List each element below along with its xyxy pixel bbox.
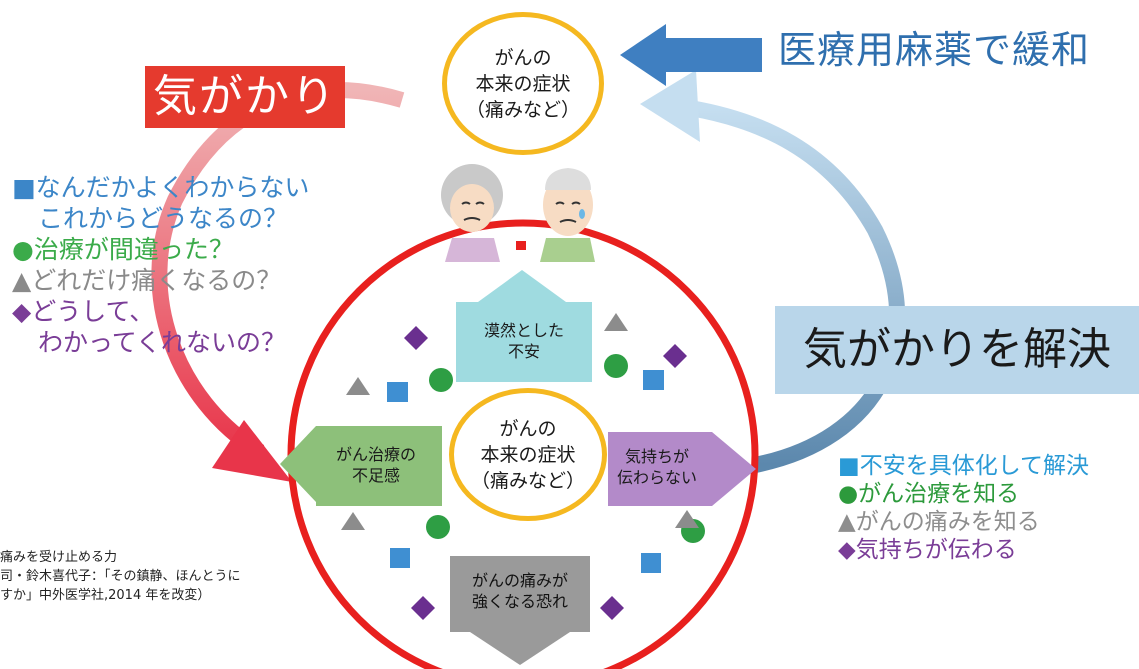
resolve-list: ■不安を具体化して解決 ●がん治療を知る ▲がんの痛みを知る ◆気持ちが伝わる: [838, 452, 1138, 564]
insufficient-arrow: [280, 426, 442, 506]
top-circle-line-1: がんの: [494, 46, 552, 69]
center-circle-line-3: （痛みなど）: [470, 469, 585, 492]
top-symptom-circle: がんの 本来の症状 （痛みなど）: [442, 12, 604, 155]
worry-item-diamond: ◆どうして、: [12, 297, 155, 326]
worry-item-square-cont: これからどうなるの？: [38, 204, 289, 233]
pain-fear-label: がんの痛みが 強くなる恐れ: [453, 570, 587, 612]
vague-anxiety-label: 漠然とした 不安: [460, 320, 588, 362]
treatment-insufficient-label: がん治療の 不足感: [322, 444, 430, 486]
top-circle-line-3: （痛みなど）: [465, 98, 580, 121]
fear-arrow: [450, 556, 590, 665]
relief-arrow: [620, 24, 762, 86]
worry-curve-arrowhead: [212, 420, 292, 482]
center-circle-line-1: がんの: [499, 417, 557, 440]
elderly-woman-icon: [441, 164, 503, 262]
feelings-not-conveyed-label: 気持ちが 伝わらない: [610, 446, 704, 488]
resolve-item-diamond: ◆気持ちが伝わる: [838, 537, 1017, 563]
source-caption: 痛みを受け止める力 司・鈴木喜代子：「その鎮静、ほんとうに すか」中外医学社,2…: [0, 548, 300, 605]
treatment-insufficient-line-2: 不足感: [351, 466, 400, 485]
anxiety-arrow: [456, 270, 592, 382]
diamond-symbols: [404, 326, 687, 620]
center-symptom-circle: がんの 本来の症状 （痛みなど）: [449, 388, 607, 521]
top-circle-line-2: 本来の症状: [475, 72, 571, 95]
worry-item-triangle: ▲どれだけ痛くなるの？: [12, 266, 282, 295]
opioid-relief-label: 医療用麻薬で緩和: [778, 28, 1091, 72]
center-circle-line-2: 本来の症状: [480, 443, 576, 466]
feelings-not-conveyed-line-2: 伝わらない: [616, 468, 697, 487]
pain-fear-line-1: がんの痛みが: [471, 571, 568, 590]
elderly-man-icon: [540, 168, 595, 262]
resolve-item-triangle: ▲がんの痛みを知る: [838, 509, 1040, 535]
resolve-curve-arrowhead: [640, 70, 700, 142]
resolve-worry-banner: 気がかりを解決: [775, 306, 1139, 394]
worry-item-diamond-cont: わかってくれないの？: [38, 328, 287, 357]
worry-item-square: ■なんだかよくわからない: [12, 173, 310, 202]
ring-marker: [516, 241, 526, 250]
caption-line-1: 痛みを受け止める力: [0, 550, 118, 565]
vague-anxiety-line-2: 不安: [507, 342, 540, 361]
triangle-symbols: [341, 313, 699, 530]
worry-title-badge: 気がかり: [145, 66, 345, 128]
resolve-curve-arrow: [688, 100, 906, 473]
treatment-insufficient-line-1: がん治療の: [335, 445, 416, 464]
caption-line-3: すか」中外医学社,2014 年を改変）: [0, 588, 211, 603]
caption-line-2: 司・鈴木喜代子：「その鎮静、ほんとうに: [0, 569, 241, 584]
worry-item-circle: ●治療が間違った？: [12, 235, 234, 264]
resolve-item-circle: ●がん治療を知る: [838, 481, 1020, 507]
square-symbols: [387, 370, 664, 573]
pain-fear-line-2: 強くなる恐れ: [471, 592, 568, 611]
feelings-not-conveyed-line-1: 気持ちが: [624, 447, 689, 466]
not-conveyed-arrow: [608, 432, 756, 506]
worry-list: ■なんだかよくわからない これからどうなるの？ ●治療が間違った？ ▲どれだけ痛…: [12, 172, 312, 358]
vague-anxiety-line-1: 漠然とした: [483, 321, 564, 340]
resolve-item-square: ■不安を具体化して解決: [838, 453, 1090, 479]
